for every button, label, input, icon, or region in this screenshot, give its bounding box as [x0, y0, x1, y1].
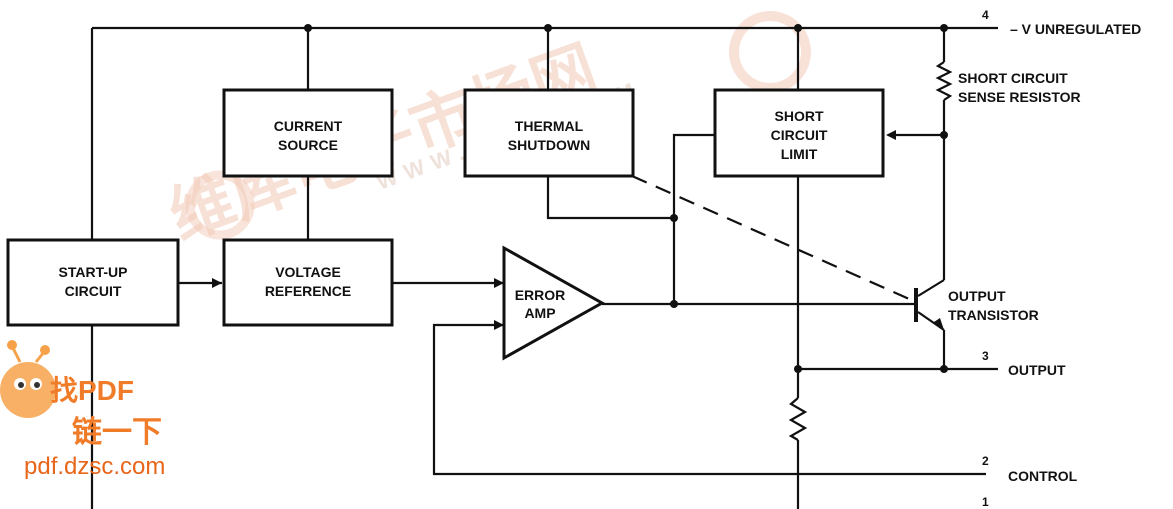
wires — [90, 26, 998, 509]
arrows — [212, 130, 944, 330]
short-circuit-limit-line1: SHORT — [775, 108, 824, 124]
sense-resistor-label-line2: SENSE RESISTOR — [958, 89, 1081, 105]
logo-url: pdf.dzsc.com — [24, 453, 165, 480]
current-source-line2: SOURCE — [278, 137, 338, 153]
sense-resistor-label-line1: SHORT CIRCUIT — [958, 70, 1068, 86]
pin-4-number: 4 — [982, 8, 989, 22]
logo-line1: 找PDF — [50, 375, 134, 406]
mascot-head — [0, 362, 56, 418]
watermark-emblem — [729, 11, 811, 93]
pin-4-label: – V UNREGULATED — [1010, 21, 1141, 37]
current-source-line1: CURRENT — [274, 118, 343, 134]
current-source-block: CURRENT SOURCE — [222, 88, 394, 178]
thermal-shutdown-line2: SHUTDOWN — [508, 137, 590, 153]
output-transistor-label-line2: TRANSISTOR — [948, 307, 1039, 323]
error-amp-line1: ERROR — [515, 287, 566, 303]
short-circuit-limit-block: SHORT CIRCUIT LIMIT — [713, 88, 885, 178]
watermark-emblem-2 — [185, 170, 255, 240]
logo-line2: 链一下 — [72, 415, 162, 449]
startup-circuit-block: START-UP CIRCUIT — [6, 238, 180, 327]
startup-circuit-line1: START-UP — [59, 264, 128, 280]
error-amp-line2: AMP — [524, 305, 555, 321]
startup-circuit-line2: CIRCUIT — [65, 283, 122, 299]
error-amp-triangle: ERROR AMP — [502, 245, 606, 361]
voltage-reference-line1: VOLTAGE — [275, 264, 341, 280]
pin-2-label: CONTROL — [1008, 468, 1078, 484]
short-circuit-limit-line2: CIRCUIT — [771, 127, 828, 143]
pdf-logo-watermark: 找PDF 链一下 pdf.dzsc.com — [0, 340, 165, 480]
thermal-shutdown-block: THERMAL SHUTDOWN — [463, 88, 635, 178]
pin-3-label: OUTPUT — [1008, 362, 1066, 378]
pin-2-number: 2 — [982, 454, 989, 468]
thermal-shutdown-line1: THERMAL — [515, 118, 584, 134]
output-transistor-label-line1: OUTPUT — [948, 288, 1006, 304]
pin-3-number: 3 — [982, 349, 989, 363]
pin-1-number: 1 — [982, 495, 989, 509]
voltage-reference-line2: REFERENCE — [265, 283, 351, 299]
voltage-reference-block: VOLTAGE REFERENCE — [222, 238, 394, 327]
junctions — [304, 24, 948, 373]
short-circuit-limit-line3: LIMIT — [781, 146, 818, 162]
